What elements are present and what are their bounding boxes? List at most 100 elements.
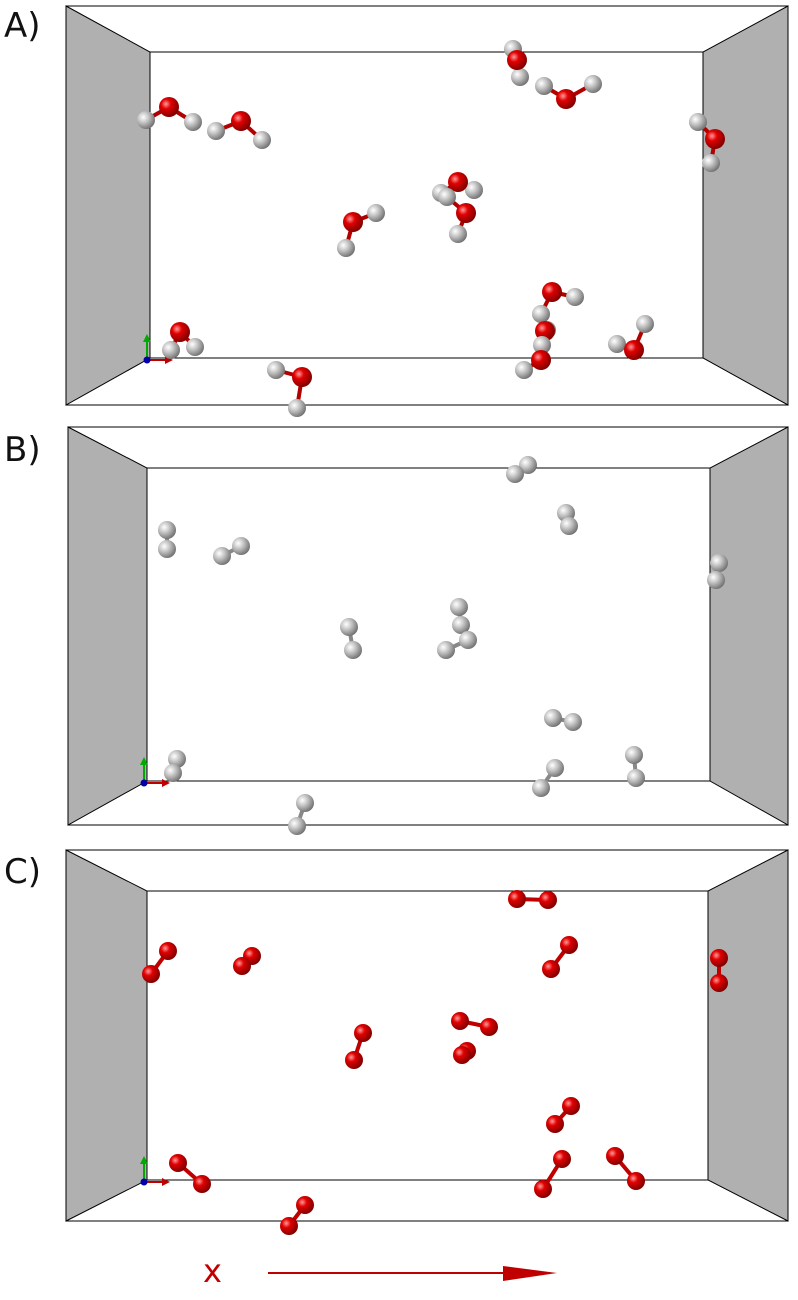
hydrogen-atom <box>137 111 155 129</box>
hydrogen-atom <box>164 764 182 782</box>
oxygen-molecule <box>546 1097 580 1133</box>
oxygen-atom <box>710 949 728 967</box>
oxygen-atom <box>542 960 560 978</box>
hydrogen-molecule <box>158 521 176 558</box>
hydrogen-atom <box>636 315 654 333</box>
hydrogen-molecule <box>532 759 564 797</box>
panel-c-label: C) <box>4 852 42 892</box>
oxygen-atom <box>343 212 363 232</box>
oxygen-atom <box>233 957 251 975</box>
box-panel-a <box>65 5 789 406</box>
oxygen-atom <box>345 1051 363 1069</box>
hydrogen-molecule <box>544 709 582 731</box>
box-panel-c <box>65 849 789 1222</box>
left-wall <box>65 5 151 406</box>
hydrogen-atom <box>535 77 553 95</box>
oxygen-atom <box>448 172 468 192</box>
oxygen-atom <box>508 890 526 908</box>
oxygen-atom <box>169 1154 187 1172</box>
hydrogen-atom <box>158 540 176 558</box>
oxygen-atom <box>553 1150 571 1168</box>
oxygen-atom <box>296 1196 314 1214</box>
hydrogen-atom <box>627 769 645 787</box>
oxygen-atom <box>606 1147 624 1165</box>
hydrogen-atom <box>288 399 306 417</box>
hydrogen-atom <box>584 75 602 93</box>
hydrogen-molecule <box>625 746 645 787</box>
oxygen-atom <box>627 1172 645 1190</box>
hydrogen-atom <box>533 336 551 354</box>
water-molecule <box>689 113 725 172</box>
hydrogen-atom <box>437 641 455 659</box>
oxygen-atom <box>546 1115 564 1133</box>
oxygen-atom <box>354 1024 372 1042</box>
hydrogen-atom <box>449 225 467 243</box>
oxygen-molecule <box>508 890 557 909</box>
oxygen-molecule <box>233 947 261 975</box>
water-molecule <box>137 97 202 131</box>
hydrogen-atom <box>207 122 225 140</box>
x-axis-label: x <box>203 1252 222 1290</box>
water-molecule <box>535 75 602 109</box>
hydrogen-atom <box>344 641 362 659</box>
oxygen-molecule <box>542 936 578 978</box>
water-molecule <box>532 282 584 323</box>
hydrogen-molecule <box>557 504 578 535</box>
water-molecule <box>438 188 476 243</box>
oxygen-molecule <box>142 942 177 983</box>
panel-c-molecules <box>142 890 728 1235</box>
right-wall <box>702 5 789 406</box>
hydrogen-molecule <box>288 794 314 835</box>
hydrogen-atom <box>459 631 477 649</box>
oxygen-atom <box>159 97 179 117</box>
panel-b-label: B) <box>4 430 41 470</box>
hydrogen-atom <box>232 537 250 555</box>
oxygen-atom <box>451 1012 469 1030</box>
oxygen-atom <box>542 282 562 302</box>
hydrogen-molecule <box>213 537 250 565</box>
x-arrowhead <box>162 779 170 787</box>
z-axis-dot <box>140 1178 148 1186</box>
hydrogen-molecule <box>164 750 186 782</box>
hydrogen-atom <box>267 361 285 379</box>
hydrogen-molecule <box>707 554 728 589</box>
oxygen-molecule <box>606 1147 645 1190</box>
hydrogen-molecule <box>450 598 470 634</box>
oxygen-atom <box>193 1175 211 1193</box>
box-back-face <box>149 51 704 359</box>
hydrogen-atom <box>519 456 537 474</box>
oxygen-molecule <box>169 1154 211 1193</box>
hydrogen-atom <box>213 547 231 565</box>
hydrogen-atom <box>452 616 470 634</box>
hydrogen-atom <box>296 794 314 812</box>
oxygen-atom <box>560 936 578 954</box>
water-molecule <box>337 204 385 257</box>
hydrogen-atom <box>707 571 725 589</box>
oxygen-atom <box>534 1180 552 1198</box>
z-axis-dot <box>143 356 151 364</box>
hydrogen-atom <box>465 181 483 199</box>
hydrogen-atom <box>546 759 564 777</box>
hydrogen-atom <box>162 341 180 359</box>
oxygen-atom <box>705 129 725 149</box>
box-outer-frame <box>67 426 789 826</box>
box-back-face <box>146 890 709 1181</box>
hydrogen-atom <box>506 465 524 483</box>
oxygen-atom <box>456 203 476 223</box>
hydrogen-atom <box>689 113 707 131</box>
water-molecule <box>207 111 271 149</box>
water-molecule <box>535 321 556 341</box>
hydrogen-atom <box>560 517 578 535</box>
left-wall <box>67 426 148 826</box>
z-axis-dot <box>140 779 148 787</box>
oxygen-atom <box>142 965 160 983</box>
oxygen-molecule <box>534 1150 571 1198</box>
hydrogen-atom <box>158 521 176 539</box>
oxygen-atom <box>231 111 251 131</box>
box-panel-b <box>67 426 789 826</box>
water-molecule <box>267 361 312 417</box>
oxygen-atom <box>453 1046 471 1064</box>
hydrogen-atom <box>186 338 204 356</box>
oxygen-atom <box>170 322 190 342</box>
